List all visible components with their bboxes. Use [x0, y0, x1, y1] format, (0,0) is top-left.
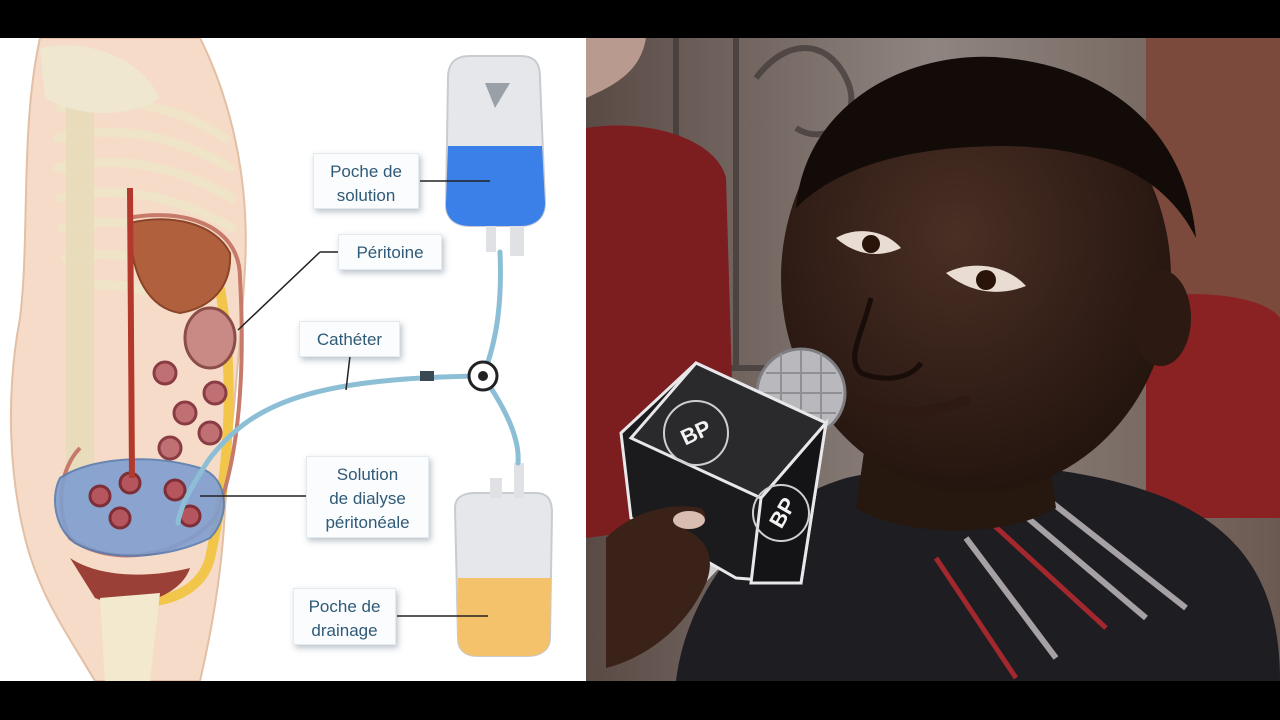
solution-bag-icon	[444, 55, 547, 256]
label-peritoine: Péritoine	[338, 234, 442, 270]
shirt-pattern	[963, 495, 1188, 660]
shirt-red-stripes	[933, 516, 1108, 680]
interviewer-shoulder	[586, 38, 646, 98]
mouth	[843, 393, 971, 417]
label-poche-solution: Poche de solution	[313, 153, 419, 209]
leader-lines	[200, 180, 490, 617]
diagram-illustration	[9, 38, 554, 681]
leg-bone	[100, 593, 160, 681]
shirt	[676, 464, 1280, 681]
pelvis	[70, 558, 190, 604]
ear	[1131, 270, 1191, 366]
drainage-bag-icon	[453, 463, 554, 657]
nose	[852, 297, 924, 381]
bowel-loops	[88, 471, 202, 530]
spine	[66, 98, 94, 518]
interviewer-hand	[606, 506, 710, 668]
interview-illustration: BP BP	[586, 38, 1280, 681]
label-dialysis-solution: Solution de dialyse péritonéale	[306, 456, 429, 538]
interview-photo: BP BP	[586, 38, 1280, 681]
label-poche-drainage: Poche de drainage	[293, 588, 396, 645]
hair	[796, 56, 1196, 238]
intestines	[152, 360, 228, 461]
video-frame: Poche de solution Péritoine Cathéter Sol…	[0, 38, 1280, 681]
microphone: BP BP	[619, 347, 847, 613]
label-catheter: Cathéter	[299, 321, 400, 357]
shoulder-bone	[40, 45, 160, 113]
dialysis-diagram: Poche de solution Péritoine Cathéter Sol…	[0, 38, 586, 681]
aorta	[127, 187, 135, 479]
liver	[128, 218, 232, 315]
stomach	[183, 306, 237, 370]
